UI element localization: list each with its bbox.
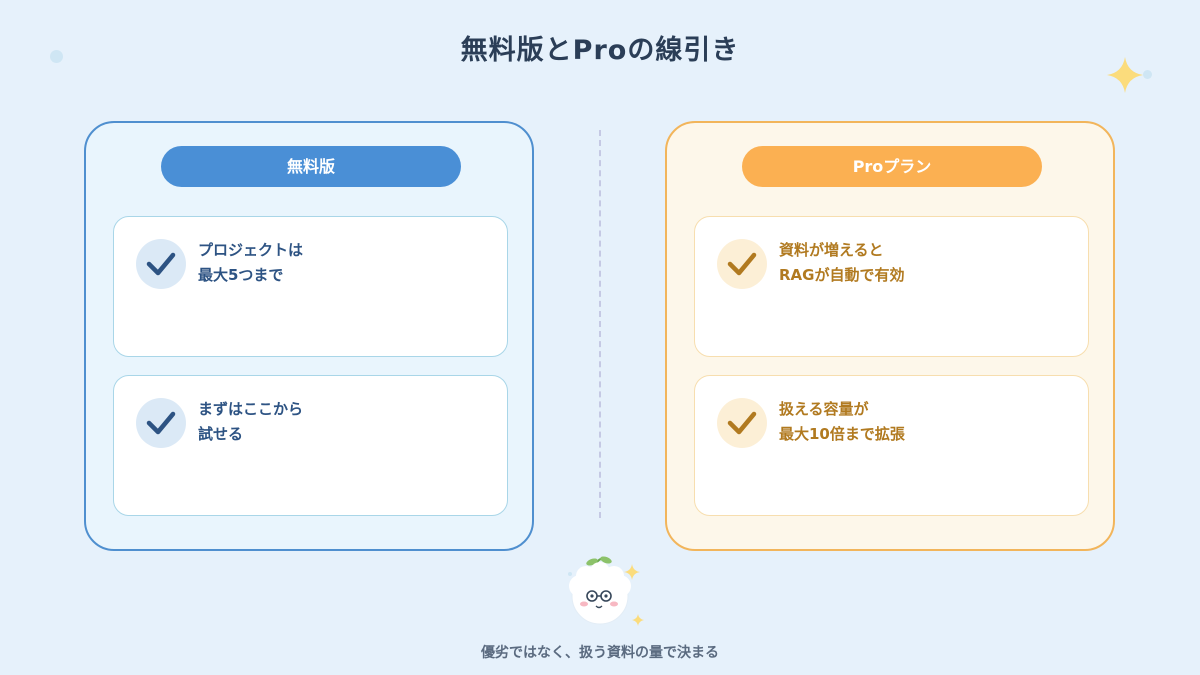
free-feature-card: プロジェクトは 最大5つまで (113, 216, 508, 357)
center-divider (599, 130, 601, 518)
caption: 優劣ではなく、扱う資料の量で決まる (481, 645, 719, 661)
check-icon (136, 239, 186, 289)
mascot-icon (568, 556, 644, 626)
feature-text: 扱える容量が 最大10倍まで拡張 (779, 400, 905, 443)
pro-feature-card: 資料が増えると RAGが自動で有効 (694, 216, 1089, 357)
feature-text: プロジェクトは 最大5つまで (198, 241, 304, 284)
free-plan-label: 無料版 (161, 146, 461, 187)
decor-dot (1143, 70, 1152, 79)
pro-plan-panel: Proプラン 資料が増えると RAGが自動で有効 扱える容量が 最大10倍まで拡… (665, 121, 1115, 551)
free-plan-panel: 無料版 プロジェクトは 最大5つまで まずはここから 試せる (84, 121, 534, 551)
decor-dot (50, 50, 63, 63)
sparkle-icon (1107, 57, 1143, 93)
check-icon (136, 398, 186, 448)
feature-text: まずはここから 試せる (198, 400, 304, 443)
feature-text: 資料が増えると RAGが自動で有効 (779, 241, 905, 284)
pro-feature-card: 扱える容量が 最大10倍まで拡張 (694, 375, 1089, 516)
check-icon (717, 239, 767, 289)
check-icon (717, 398, 767, 448)
pro-plan-label: Proプラン (742, 146, 1042, 187)
free-feature-card: まずはここから 試せる (113, 375, 508, 516)
page-title: 無料版とProの線引き (460, 35, 740, 66)
